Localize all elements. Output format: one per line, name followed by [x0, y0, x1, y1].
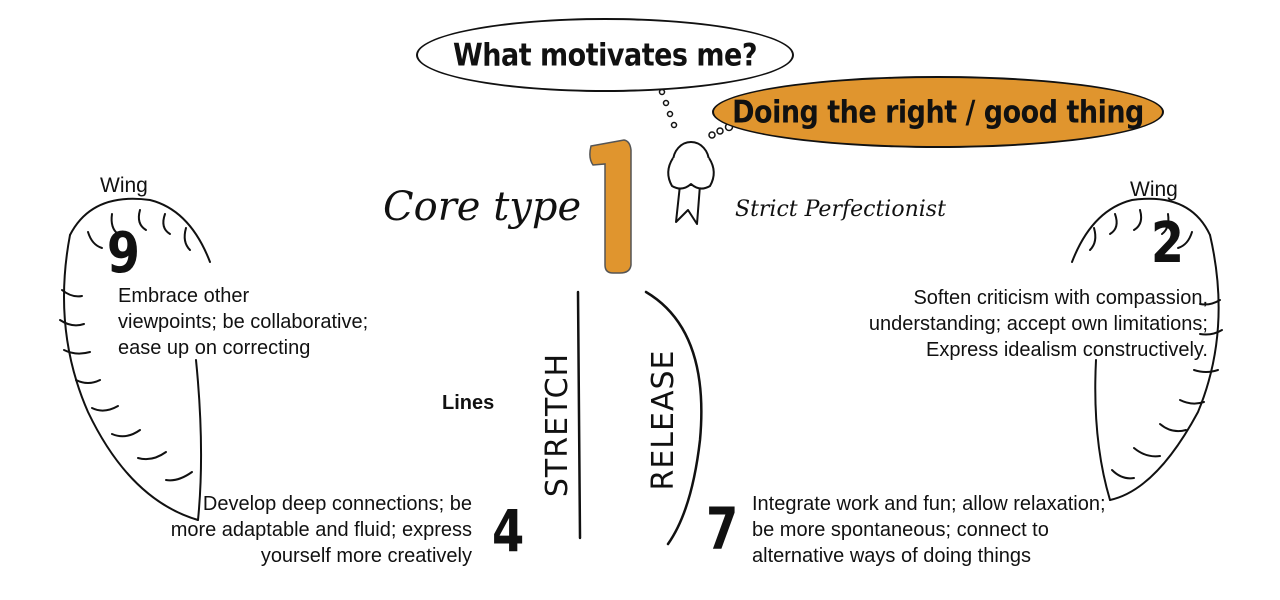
stretch-line-icon [576, 290, 582, 540]
stretch-advice-line: more adaptable and fluid; express [170, 519, 472, 541]
wing-right-advice-line: understanding; accept own limitations; [868, 313, 1208, 335]
release-advice-line: Integrate work and fun; allow relaxation… [752, 493, 1106, 515]
wing-right-number: 2 [1150, 211, 1185, 276]
stretch-advice-line: Develop deep connections; be [202, 493, 472, 515]
core-type-label: Core type [383, 184, 582, 230]
wing-right-icon [1071, 197, 1223, 501]
answer-text: Doing the right / good thing [732, 94, 1144, 130]
wing-left-advice-line: ease up on correcting [118, 337, 311, 359]
release-number: 7 [706, 495, 739, 563]
release-advice-line: alternative ways of doing things [752, 545, 1032, 567]
wing-right-label: Wing [1130, 178, 1178, 201]
stretch-number: 4 [492, 497, 525, 565]
stretch-label: STRETCH [540, 352, 575, 498]
stretch-advice-line: yourself more creatively [260, 545, 472, 567]
lines-label: Lines [442, 392, 495, 414]
wing-right-advice: Soften criticism with compassion, unders… [869, 285, 1208, 363]
question-text: What motivates me? [453, 37, 758, 73]
wing-right-advice-line: Soften criticism with compassion, [913, 287, 1208, 309]
release-advice: Integrate work and fun; allow relaxation… [752, 491, 1106, 569]
question-bubble: What motivates me? [416, 18, 794, 92]
release-advice-line: be more spontaneous; connect to [752, 519, 1049, 541]
release-label: RELEASE [646, 349, 681, 491]
wing-left-advice: Embrace other viewpoints; be collaborati… [118, 283, 368, 361]
thinking-person-icon [667, 141, 715, 225]
persona-label: Strict Perfectionist [735, 197, 946, 222]
wing-left-advice-line: Embrace other [118, 285, 250, 307]
wing-left-label: Wing [100, 174, 148, 197]
release-arc-icon [644, 290, 703, 546]
wing-left-icon [59, 197, 211, 521]
wing-left-number: 9 [106, 221, 141, 286]
wing-right-advice-line: Express idealism constructively. [926, 339, 1208, 361]
core-number-1 [589, 139, 632, 274]
wing-left-advice-line: viewpoints; be collaborative; [118, 311, 369, 333]
answer-bubble: Doing the right / good thing [712, 76, 1164, 148]
stretch-advice: Develop deep connections; be more adapta… [171, 491, 472, 569]
